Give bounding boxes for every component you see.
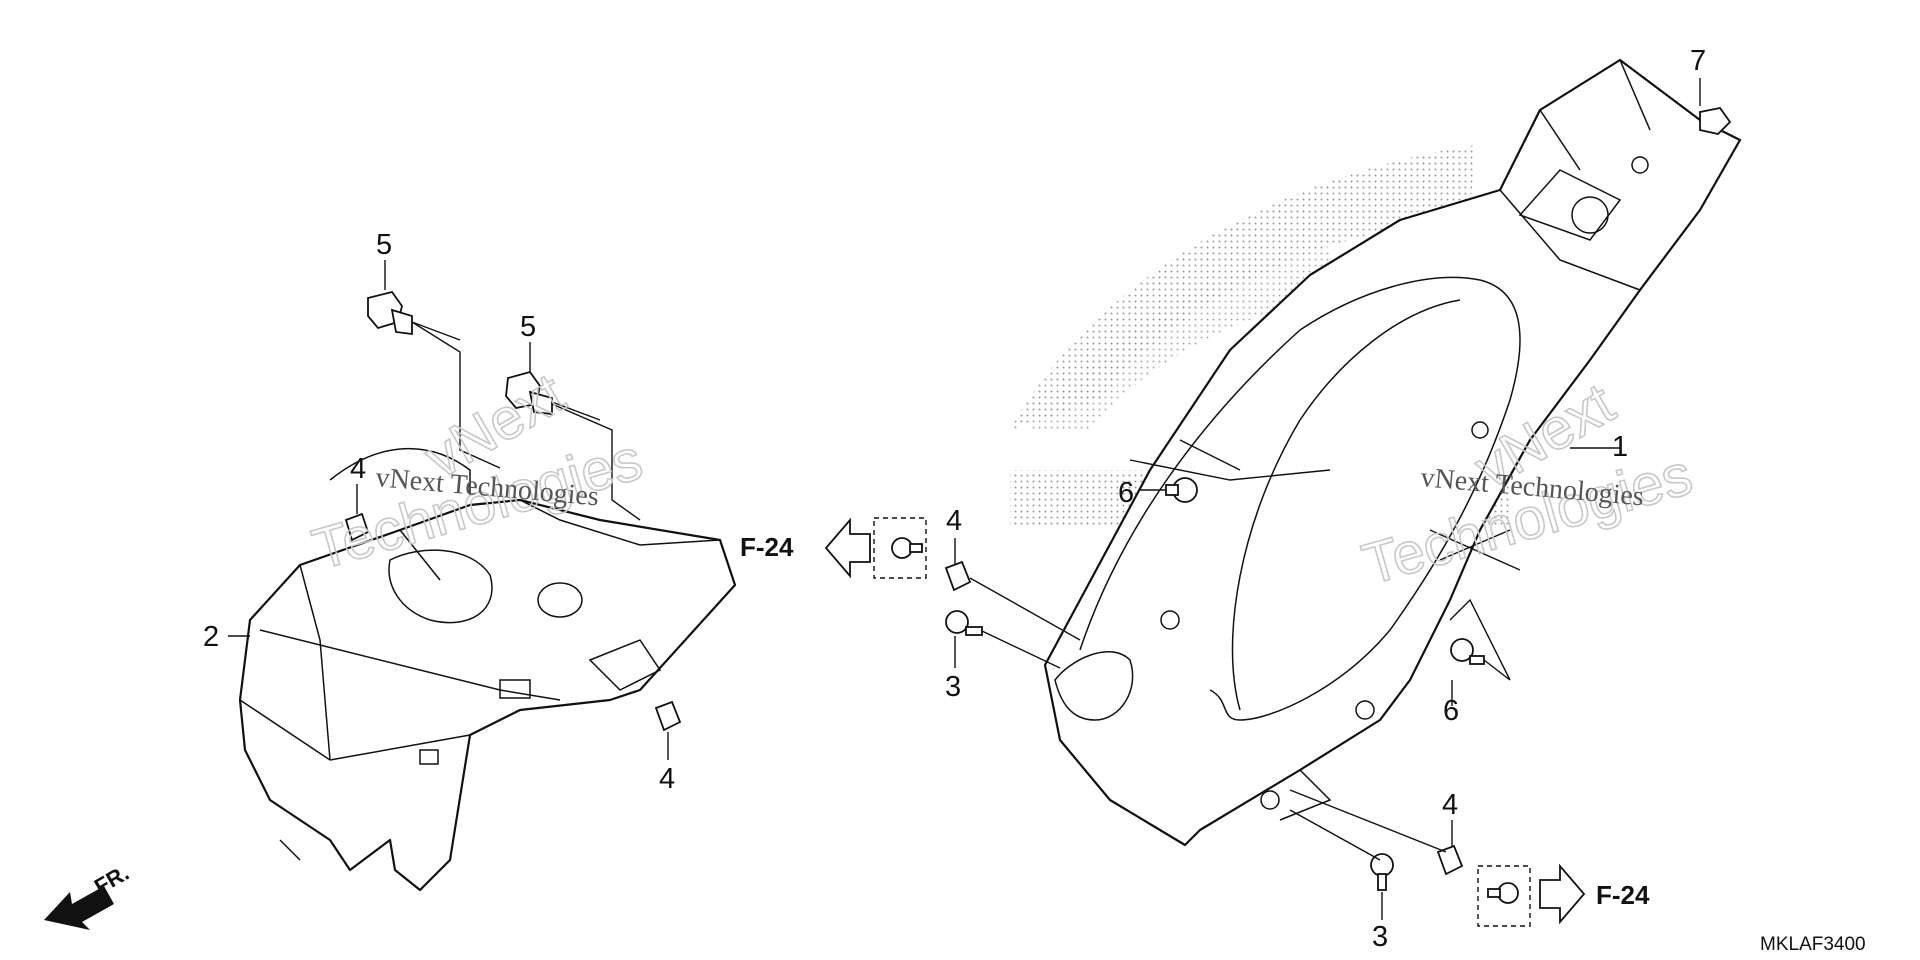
front-direction-indicator: FR. <box>44 860 133 930</box>
rear-fender-part <box>1043 58 1742 847</box>
reference-box-right <box>1477 865 1531 927</box>
reference-label-right: F-24 <box>1596 880 1650 910</box>
reference-arrow-left: F-24 <box>740 517 871 579</box>
screw-6a-icon <box>1165 477 1198 503</box>
callout-5-left: 5 <box>376 229 392 261</box>
reference-label-left: F-24 <box>740 532 794 562</box>
callout-4-center: 4 <box>946 505 962 537</box>
nut-4c-icon <box>944 560 972 592</box>
callout-5-right: 5 <box>520 311 536 343</box>
clip-5a-icon <box>367 290 461 341</box>
leader-lines <box>228 78 1701 920</box>
callout-4-bottom-left: 4 <box>659 763 675 795</box>
inner-fender-part <box>238 447 737 892</box>
clip-5b-icon <box>505 370 601 421</box>
callouts: 1 2 3 3 4 4 4 4 5 5 6 6 7 <box>203 45 1706 953</box>
callout-6-left: 6 <box>1118 477 1134 509</box>
bolt-3a-icon <box>945 610 983 636</box>
bolt-3b-icon <box>1370 853 1394 891</box>
nut-4d-icon <box>1436 844 1464 876</box>
callout-2: 2 <box>203 621 219 653</box>
callout-4-top-left: 4 <box>350 453 366 485</box>
callout-3-right: 3 <box>1372 921 1388 953</box>
grommet-7-icon <box>1699 107 1732 135</box>
callout-4-bottom-right: 4 <box>1442 789 1458 821</box>
screw-6b-icon <box>1450 638 1485 665</box>
callout-1: 1 <box>1612 431 1628 463</box>
nut-4a-icon <box>344 512 370 542</box>
figure-code: MKLAF3400 <box>1760 934 1866 955</box>
callout-6-right: 6 <box>1443 695 1459 727</box>
reference-arrow-right: F-24 <box>1539 863 1650 925</box>
callout-3-left: 3 <box>945 671 961 703</box>
callout-7: 7 <box>1690 45 1706 77</box>
reference-box-left <box>873 517 927 579</box>
nut-4b-icon <box>654 700 682 732</box>
